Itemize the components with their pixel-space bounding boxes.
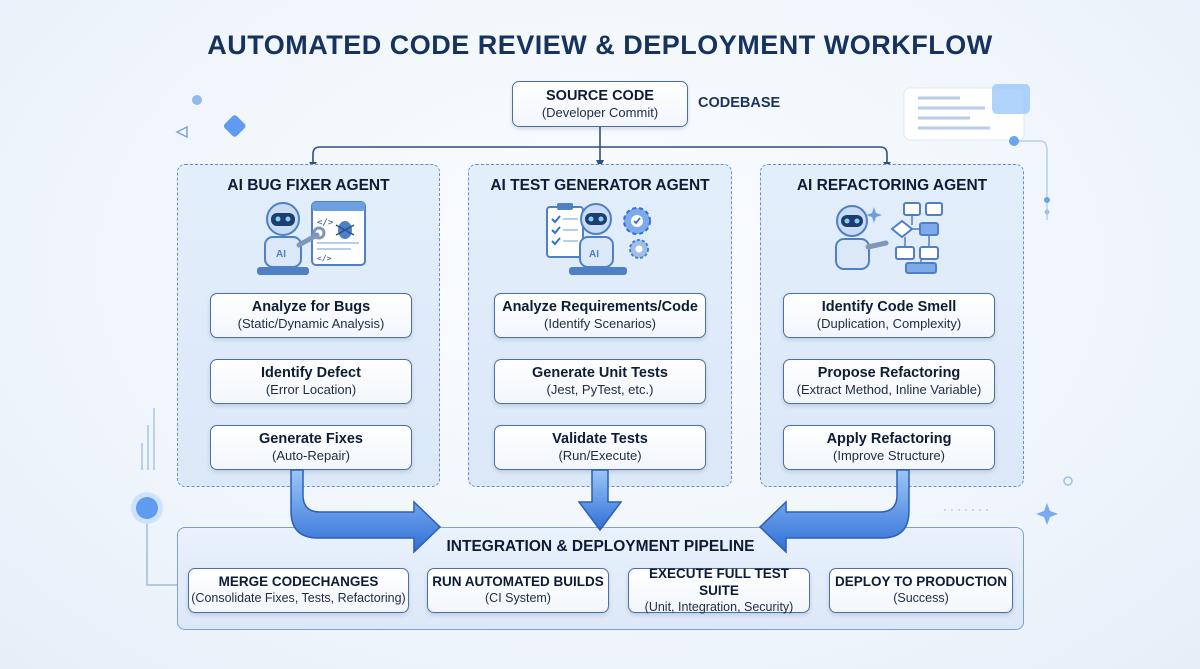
source-code-box[interactable]: SOURCE CODE (Developer Commit) (512, 81, 688, 127)
step-title: Validate Tests (552, 431, 648, 448)
page-title: AUTOMATED CODE REVIEW & DEPLOYMENT WORKF… (207, 30, 993, 60)
svg-text:AI: AI (589, 249, 599, 260)
step-title: Analyze for Bugs (251, 299, 371, 316)
step-subtitle: (Consolidate Fixes, Tests, Refactoring) (191, 591, 406, 606)
codebase-label: CODEBASE (698, 95, 781, 111)
source-distribution-lines (309, 126, 891, 168)
test-generator-agent-title: AI TEST GENERATOR AGENT (490, 177, 710, 194)
step-title: Apply Refactoring (826, 431, 952, 448)
step-analyze-for-bugs[interactable]: Analyze for Bugs (Static/Dynamic Analysi… (210, 293, 412, 338)
svg-text:</>: </> (317, 254, 332, 263)
step-subtitle: (Success) (893, 591, 949, 606)
refactoring-agent-title: AI REFACTORING AGENT (796, 177, 988, 194)
svg-text:</>: </> (317, 218, 334, 228)
step-subtitle: (Jest, PyTest, etc.) (546, 382, 654, 398)
step-apply-refactoring[interactable]: Apply Refactoring (Improve Structure) (783, 425, 995, 470)
step-subtitle: (Unit, Integration, Security) (644, 599, 794, 614)
step-title: DEPLOY TO PRODUCTION (834, 574, 1008, 590)
robot-with-checklist-and-gears-icon: AI (546, 203, 651, 275)
step-title: Analyze Requirements/Code (502, 299, 698, 316)
step-title: Identify Code Smell (821, 299, 957, 316)
step-subtitle: (Static/Dynamic Analysis) (237, 316, 385, 332)
step-title: Generate Unit Tests (532, 365, 668, 382)
pipeline-step-merge[interactable]: MERGE CODECHANGES (Consolidate Fixes, Te… (188, 568, 409, 613)
source-code-title: SOURCE CODE (546, 87, 654, 104)
step-generate-unit-tests[interactable]: Generate Unit Tests (Jest, PyTest, etc.) (494, 359, 706, 404)
source-code-subtitle: (Developer Commit) (541, 104, 659, 120)
robot-with-flowchart-icon (835, 202, 943, 274)
pipeline-title: INTEGRATION & DEPLOYMENT PIPELINE (446, 538, 755, 555)
step-title: RUN AUTOMATED BUILDS (432, 574, 604, 590)
svg-text:AI: AI (276, 249, 286, 260)
robot-with-wrench-and-bug-icon: </> </> AI (257, 201, 366, 275)
step-propose-refactoring[interactable]: Propose Refactoring (Extract Method, Inl… (783, 359, 995, 404)
step-subtitle: (Run/Execute) (558, 448, 642, 464)
step-title: EXECUTE FULL TEST SUITE (648, 565, 789, 598)
background-decor (131, 84, 1073, 586)
pipeline-step-deploy[interactable]: DEPLOY TO PRODUCTION (Success) (829, 568, 1013, 613)
step-subtitle: (CI System) (485, 591, 551, 606)
step-identify-code-smell[interactable]: Identify Code Smell (Duplication, Comple… (783, 293, 995, 338)
bug-fixer-agent-title: AI BUG FIXER AGENT (227, 177, 390, 194)
step-title: Generate Fixes (259, 431, 363, 448)
step-subtitle: (Identify Scenarios) (544, 316, 656, 332)
step-identify-defect[interactable]: Identify Defect (Error Location) (210, 359, 412, 404)
pipeline-step-build[interactable]: RUN AUTOMATED BUILDS (CI System) (427, 568, 609, 613)
step-analyze-requirements[interactable]: Analyze Requirements/Code (Identify Scen… (494, 293, 706, 338)
step-title: Propose Refactoring (817, 365, 961, 382)
step-subtitle: (Auto-Repair) (271, 448, 351, 464)
step-generate-fixes[interactable]: Generate Fixes (Auto-Repair) (210, 425, 412, 470)
step-subtitle: (Duplication, Complexity) (816, 316, 962, 332)
step-title: Identify Defect (261, 365, 361, 382)
step-subtitle: (Improve Structure) (833, 448, 945, 464)
step-validate-tests[interactable]: Validate Tests (Run/Execute) (494, 425, 706, 470)
step-title: MERGE CODECHANGES (218, 574, 379, 590)
step-subtitle: (Extract Method, Inline Variable) (796, 382, 982, 398)
step-subtitle: (Error Location) (265, 382, 357, 398)
pipeline-step-test-suite[interactable]: EXECUTE FULL TEST SUITE (Unit, Integrati… (628, 565, 810, 614)
